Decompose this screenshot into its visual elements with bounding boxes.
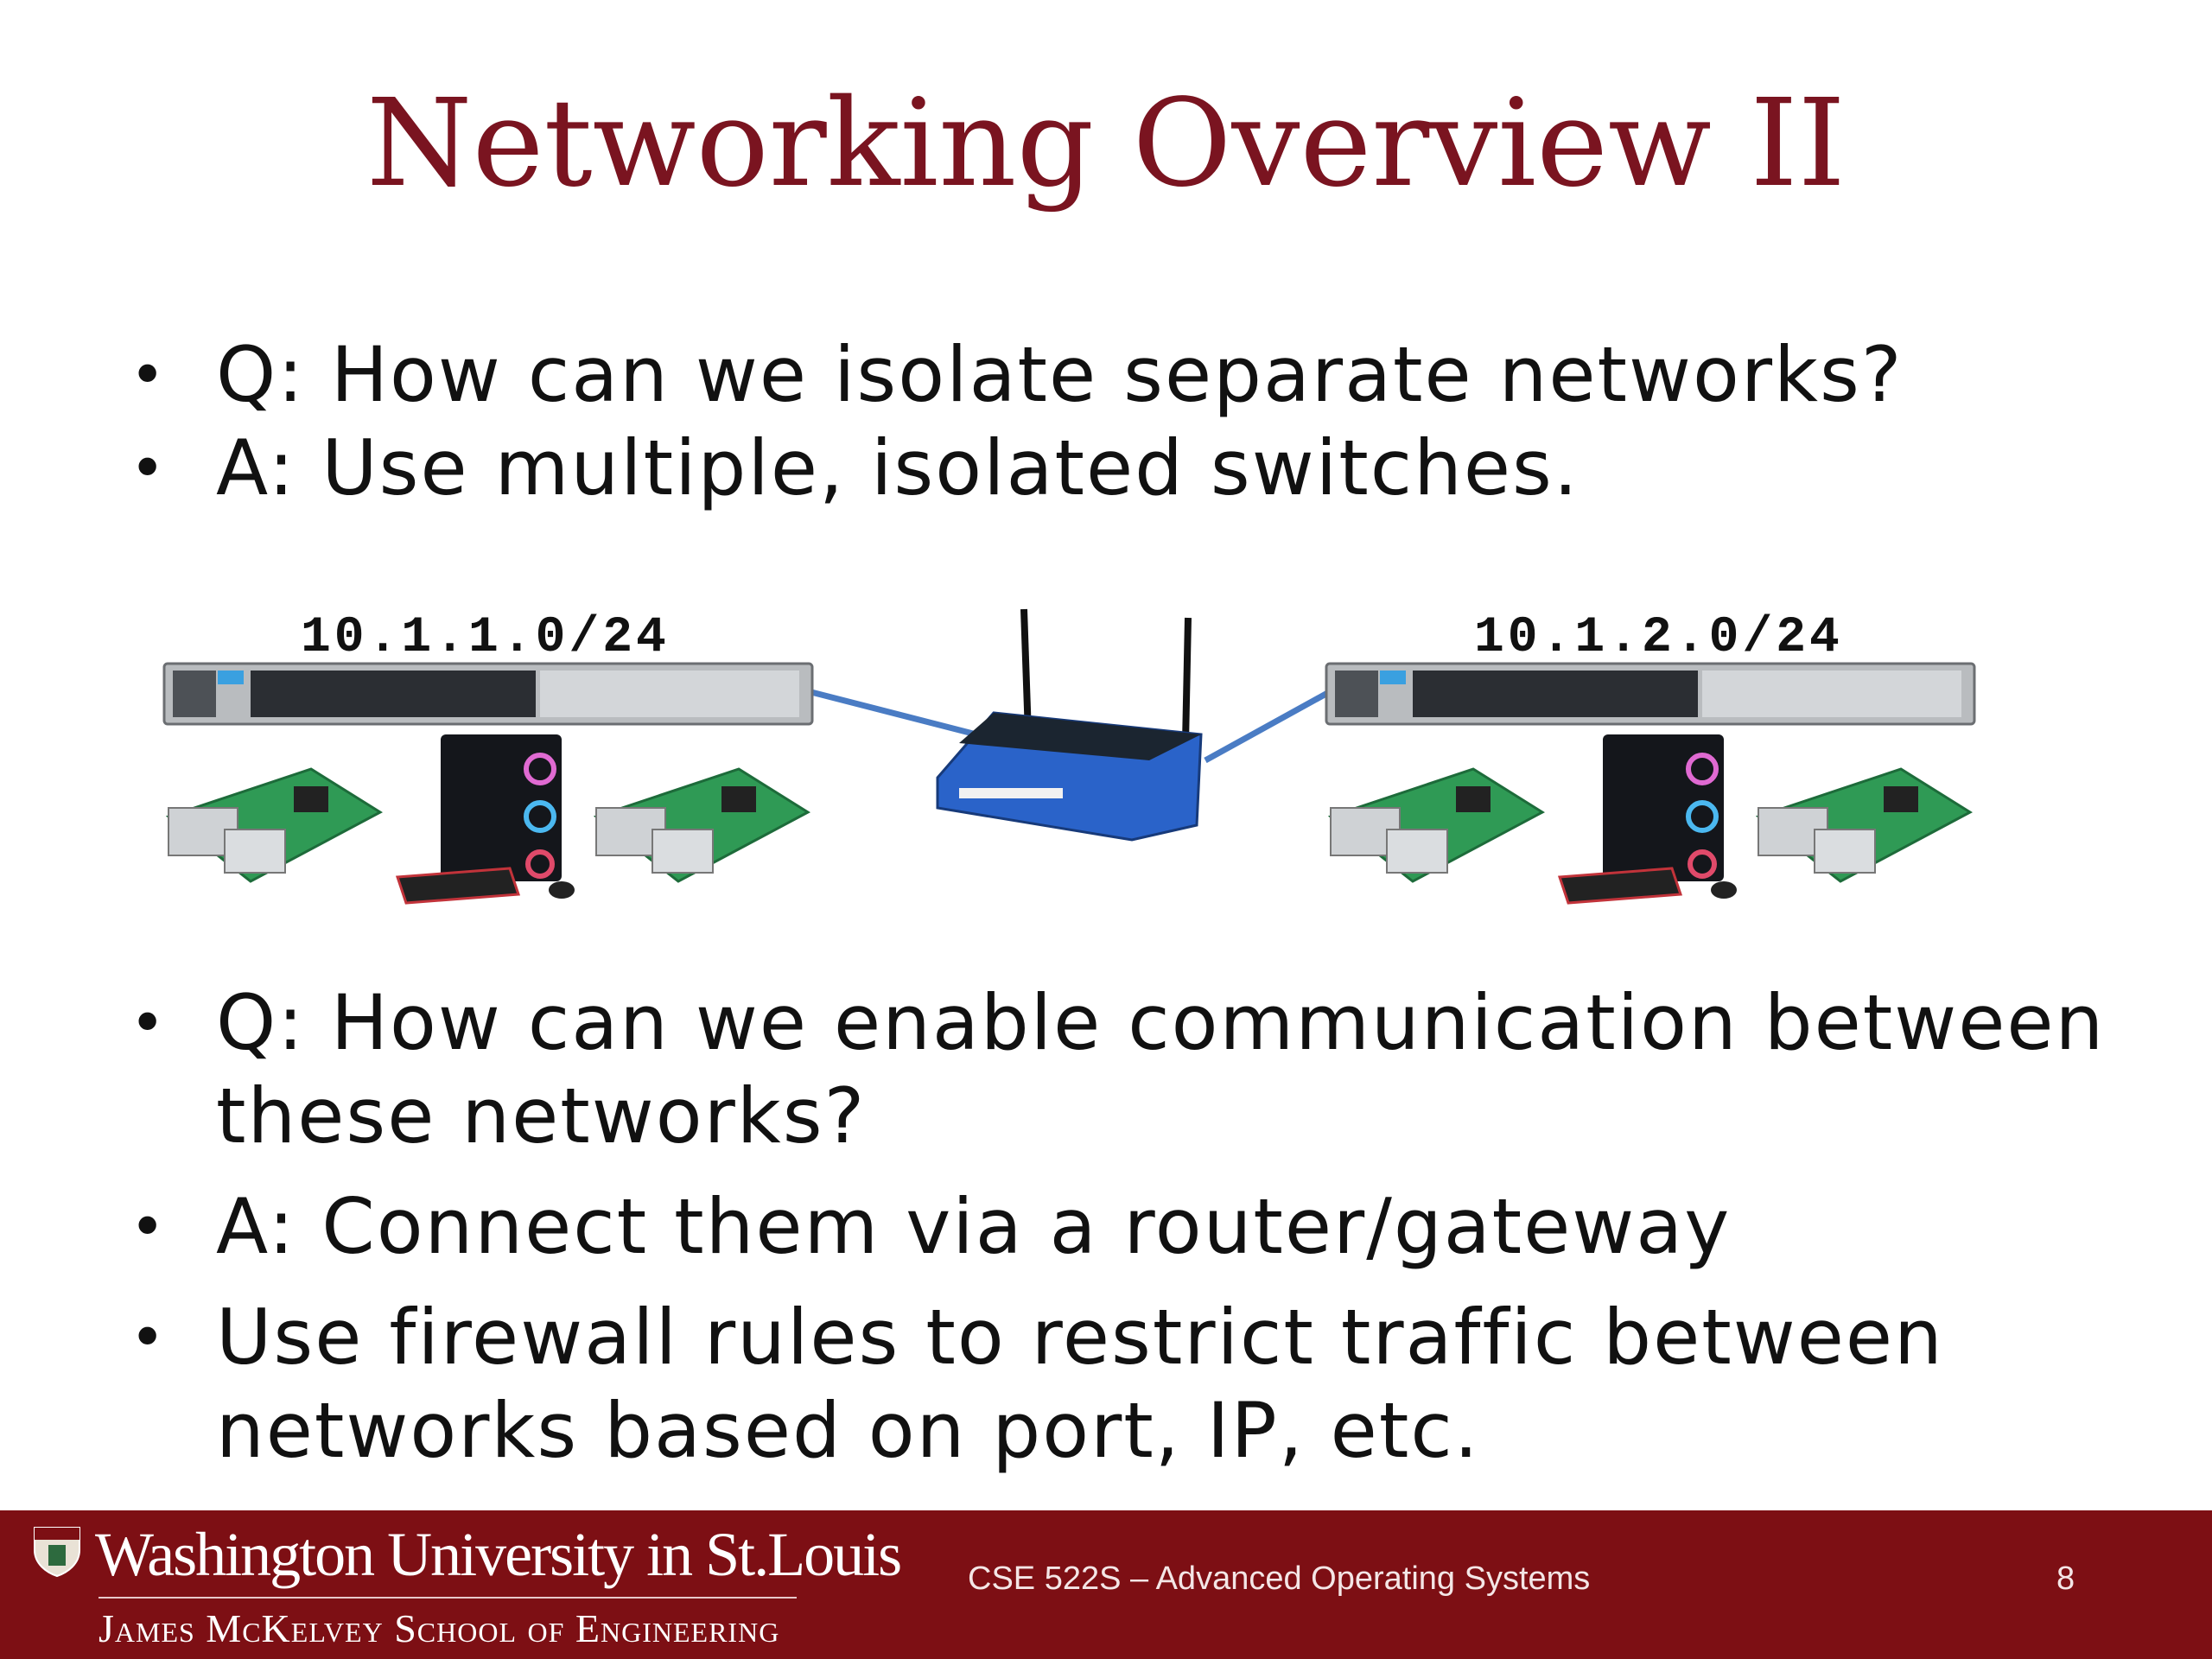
raspberry-pi-icon bbox=[593, 767, 810, 883]
desktop-computer-icon bbox=[1557, 734, 1737, 905]
university-name: Washington University in St.Louis bbox=[95, 1520, 902, 1589]
left-network-label: 10.1.1.0/24 bbox=[301, 610, 670, 666]
page-number: 8 bbox=[2056, 1560, 2075, 1597]
university-shield-icon bbox=[34, 1527, 80, 1578]
raspberry-pi-icon bbox=[1755, 767, 1973, 883]
raspberry-pi-icon bbox=[165, 767, 383, 883]
left-switch-icon bbox=[162, 662, 814, 726]
left-link bbox=[807, 688, 977, 738]
bullet-glyph: • bbox=[130, 1302, 168, 1373]
course-name: CSE 522S – Advanced Operating Systems bbox=[968, 1560, 1591, 1597]
bullet-glyph: • bbox=[130, 988, 168, 1058]
footer-bar: Washington University in St.Louis James … bbox=[0, 1510, 2212, 1659]
bullet-glyph: • bbox=[130, 433, 168, 504]
bullet-item: •A: Connect them via a router/gateway bbox=[130, 1180, 2117, 1274]
desktop-computer-icon bbox=[395, 734, 575, 905]
network-diagram bbox=[162, 608, 1976, 905]
bullet-glyph: • bbox=[130, 340, 168, 410]
right-network-label: 10.1.2.0/24 bbox=[1474, 610, 1843, 666]
bullet-item: •Q: How can we isolate separate networks… bbox=[130, 328, 2117, 422]
school-name: James McKelvey School of Engineering bbox=[99, 1597, 797, 1651]
raspberry-pi-icon bbox=[1327, 767, 1545, 883]
bullet-glyph: • bbox=[130, 1192, 168, 1262]
bullet-list-top: •Q: How can we isolate separate networks… bbox=[130, 328, 2117, 515]
right-switch-icon bbox=[1325, 662, 1976, 726]
bullet-item: •Use firewall rules to restrict traffic … bbox=[130, 1293, 1944, 1475]
bullet-item: •Q: How can we enable communication betw… bbox=[130, 978, 2106, 1160]
bullet-item: •A: Use multiple, isolated switches. bbox=[130, 422, 2117, 515]
slide-title: Networking Overview II bbox=[366, 73, 1846, 214]
right-link bbox=[1204, 688, 1332, 764]
bullet-list-bottom: •Q: How can we enable communication betw… bbox=[130, 976, 2117, 1478]
router-icon bbox=[936, 608, 1203, 842]
